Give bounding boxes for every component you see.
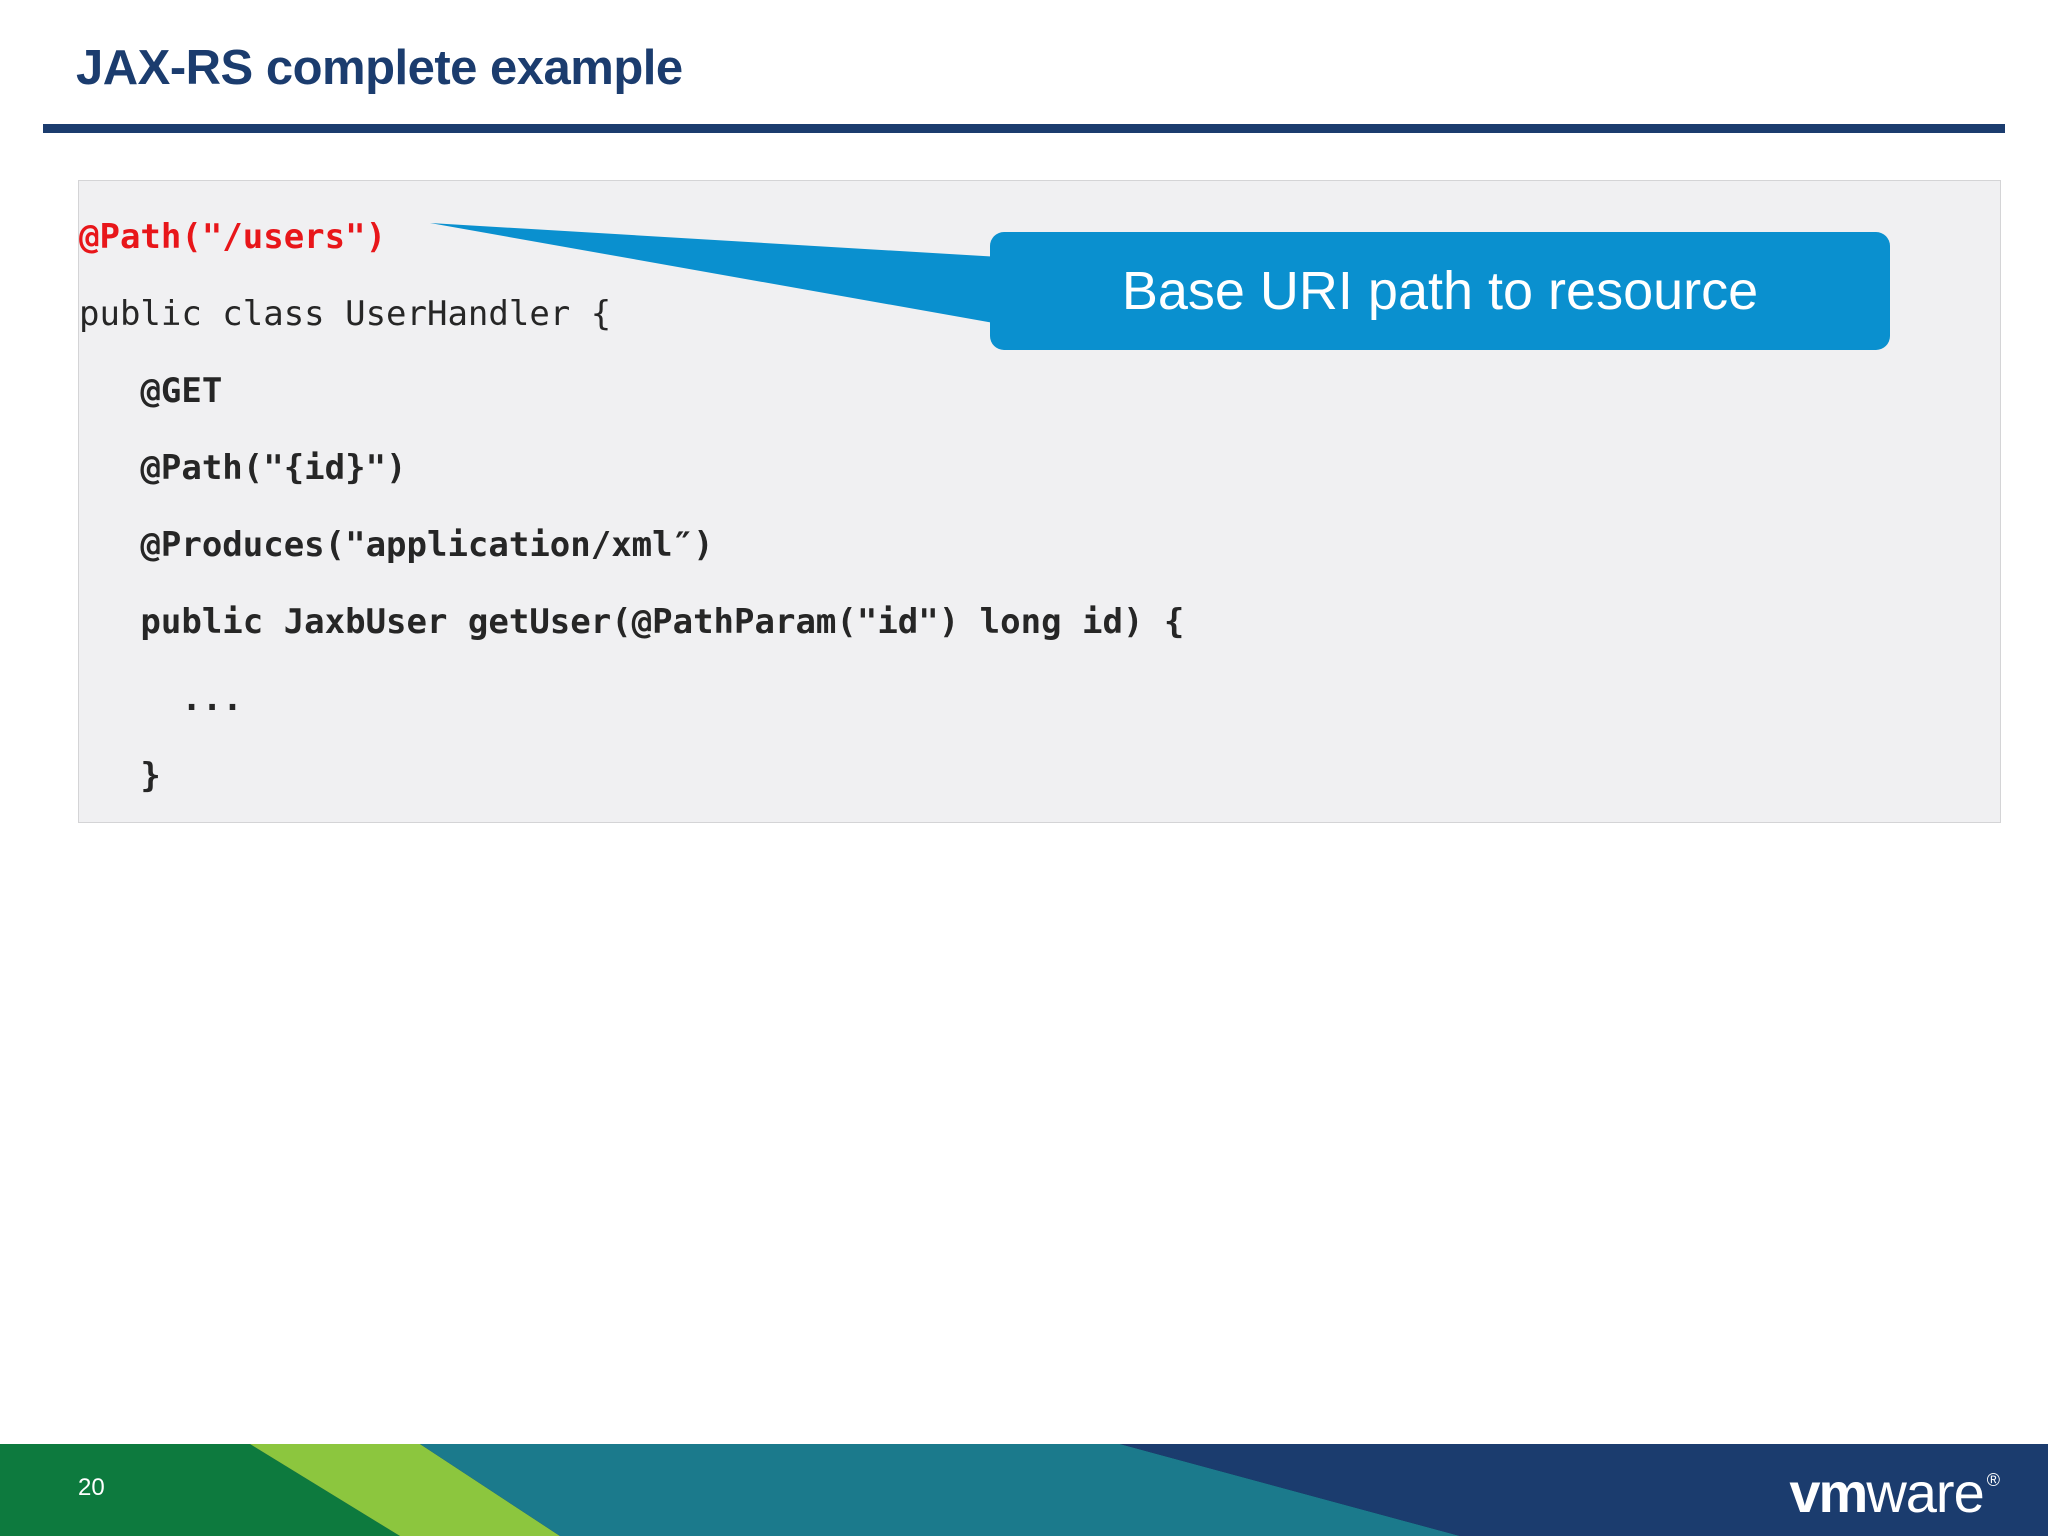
vmware-logo-vm: vm: [1789, 1461, 1868, 1524]
callout-box[interactable]: Base URI path to resource: [990, 232, 1890, 350]
vmware-logo-registered: ®: [1986, 1470, 2000, 1490]
code-line: public JaxbUser getUser(@PathParam("id")…: [79, 602, 1185, 642]
code-line: }: [79, 756, 161, 796]
code-line: @Path("{id}"): [79, 448, 407, 488]
code-line: ...: [79, 679, 243, 719]
callout-label: Base URI path to resource: [1121, 261, 1759, 321]
vmware-logo-ware: ware: [1866, 1461, 1984, 1524]
code-line: @Path("/users"): [79, 217, 387, 257]
title-divider: [43, 124, 2005, 133]
page-title: JAX-RS complete example: [76, 41, 683, 95]
page-number: 20: [78, 1474, 105, 1501]
code-line: @Produces("application/xml″): [79, 525, 714, 565]
footer-chevron-graphic: [0, 1444, 2048, 1536]
code-lines-container: @Path("/users")public class UserHandler …: [79, 181, 1184, 815]
code-line: @GET: [79, 371, 223, 411]
